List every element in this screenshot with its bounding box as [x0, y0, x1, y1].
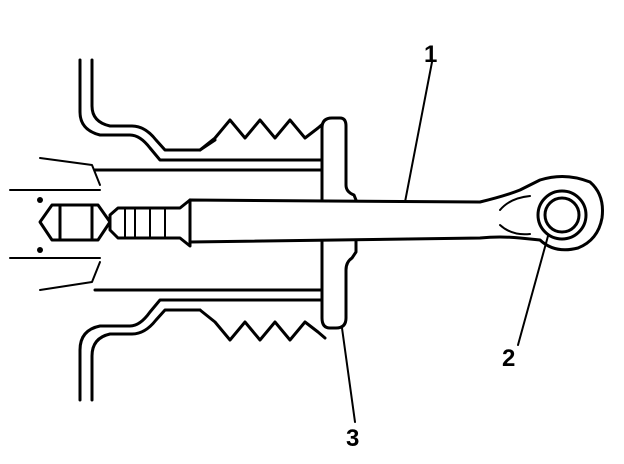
callout-label-1: 1 [424, 41, 437, 68]
ratchet-head [499, 189, 588, 241]
hex-nut [37, 197, 112, 253]
leader-line-2 [517, 235, 549, 346]
housing-outline [78, 58, 327, 402]
leader-line-3 [341, 327, 356, 423]
leader-line-1 [404, 61, 433, 203]
bellows-boot [168, 118, 327, 342]
ratchet-wrench [188, 175, 604, 252]
strut-body [9, 157, 327, 292]
callout-label-2: 2 [502, 345, 515, 372]
socket-extension [108, 198, 192, 248]
callout-label-3: 3 [346, 425, 359, 452]
